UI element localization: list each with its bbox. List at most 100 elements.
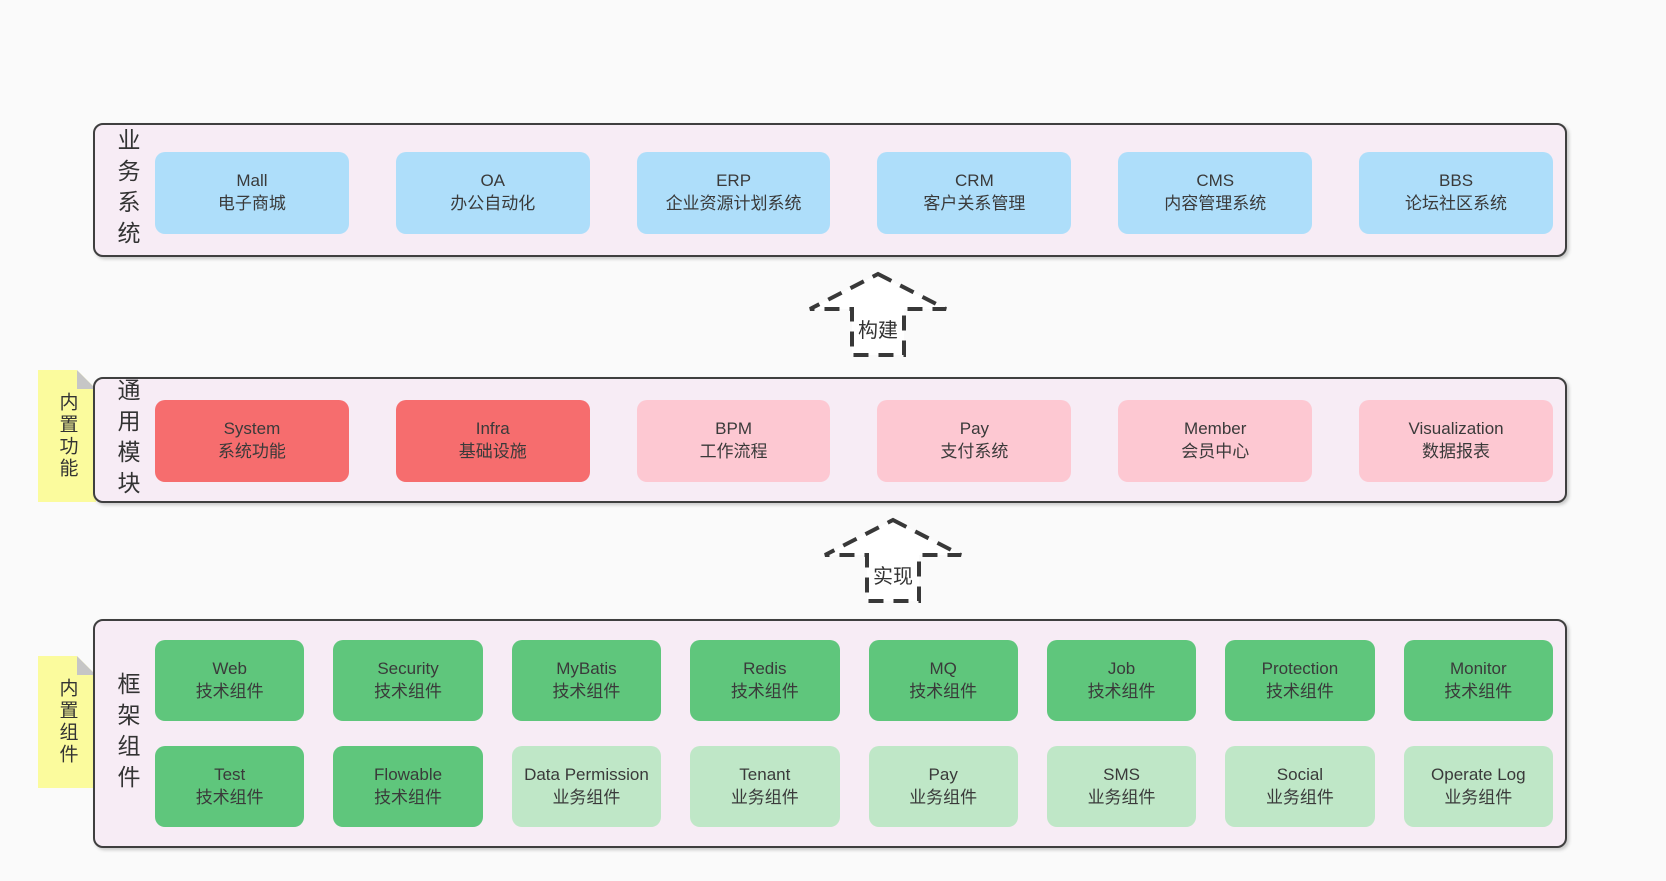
box-title: BPM <box>715 419 752 439</box>
sticky-tag-label: 内置功能 <box>56 392 78 480</box>
box-title: CRM <box>955 171 994 191</box>
component-box-web: Web 技术组件 <box>155 640 305 721</box>
box-title: System <box>223 419 281 439</box>
box-row: Web 技术组件 Security 技术组件 MyBatis 技术组件 Redi… <box>155 640 1553 721</box>
module-box-crm: CRM 客户关系管理 <box>877 152 1072 234</box>
module-box-erp: ERP 企业资源计划系统 <box>636 152 831 234</box>
box-title: MyBatis <box>556 658 617 678</box>
box-row: Mall 电子商城 OA 办公自动化 ERP 企业资源计划系统 CRM 客户关系… <box>155 152 1553 234</box>
box-row: Test 技术组件 Flowable 技术组件 Data Permission … <box>155 746 1553 827</box>
box-subtitle: 技术组件 <box>730 681 799 701</box>
box-subtitle: 办公自动化 <box>450 194 536 213</box>
component-box-flowable: Flowable 技术组件 <box>333 746 483 827</box>
module-box-bpm: BPM 工作流程 <box>636 400 831 482</box>
box-title: BBS <box>1439 171 1474 191</box>
box-title: Web <box>212 658 248 678</box>
box-title: Visualization <box>1408 419 1504 439</box>
box-title: Mall <box>236 171 268 191</box>
box-subtitle: 内容管理系统 <box>1164 194 1267 213</box>
dashed-up-arrow-icon <box>809 271 947 357</box>
box-subtitle: 基础设施 <box>458 442 527 461</box>
box-subtitle: 会员中心 <box>1181 442 1250 461</box>
layer-label: 通用模块 <box>114 378 140 502</box>
box-subtitle: 论坛社区系统 <box>1405 194 1508 213</box>
component-box-test: Test 技术组件 <box>155 746 305 827</box>
arrow-label: 实现 <box>873 566 913 588</box>
layer-business-systems: 业务系统 Mall 电子商城 OA 办公自动化 ERP 企业资源计划系统 CRM… <box>93 123 1567 257</box>
component-box-data-permission: Data Permission 业务组件 <box>511 746 662 827</box>
sticky-tag-built-in-features: 内置功能 <box>38 370 96 502</box>
box-subtitle: 支付系统 <box>940 442 1009 461</box>
sticky-tag-built-in-components: 内置组件 <box>38 656 96 788</box>
box-subtitle: 电子商城 <box>217 194 286 213</box>
layer-framework-components: 框架组件 Web 技术组件 Security 技术组件 MyBatis 技术组件… <box>93 619 1567 848</box>
box-subtitle: 技术组件 <box>1087 681 1156 701</box>
box-title: MQ <box>929 658 957 678</box>
box-subtitle: 技术组件 <box>195 681 264 701</box>
component-box-security: Security 技术组件 <box>333 640 483 721</box>
module-box-infra: Infra 基础设施 <box>395 400 590 482</box>
box-title: Flowable <box>374 764 443 784</box>
component-box-job: Job 技术组件 <box>1046 640 1197 721</box>
module-box-pay: Pay 支付系统 <box>877 400 1072 482</box>
box-subtitle: 业务组件 <box>909 787 978 807</box>
box-subtitle: 工作流程 <box>699 442 768 461</box>
box-title: Test <box>214 764 246 784</box>
dashed-up-arrow-icon <box>824 517 962 603</box>
arrow-label: 构建 <box>858 320 898 342</box>
box-title: Security <box>377 658 439 678</box>
box-subtitle: 技术组件 <box>552 681 621 701</box>
component-box-protection: Protection 技术组件 <box>1225 640 1375 721</box>
box-subtitle: 业务组件 <box>730 787 799 807</box>
box-title: Pay <box>959 419 990 439</box>
box-subtitle: 技术组件 <box>909 681 978 701</box>
box-row: System 系统功能 Infra 基础设施 BPM 工作流程 Pay 支付系统… <box>155 400 1553 482</box>
box-title: Pay <box>928 764 958 784</box>
component-box-redis: Redis 技术组件 <box>690 640 840 721</box>
layer-common-modules: 通用模块 System 系统功能 Infra 基础设施 BPM 工作流程 Pay… <box>93 377 1567 503</box>
box-title: OA <box>480 171 506 191</box>
box-title: Tenant <box>739 764 791 784</box>
box-title: Member <box>1184 419 1247 439</box>
box-title: Social <box>1276 764 1324 784</box>
layer-label: 业务系统 <box>114 128 140 252</box>
layer-label: 框架组件 <box>114 671 140 796</box>
box-subtitle: 数据报表 <box>1422 442 1491 461</box>
box-subtitle: 业务组件 <box>552 787 621 807</box>
module-box-oa: OA 办公自动化 <box>395 152 590 234</box>
box-subtitle: 业务组件 <box>1444 787 1513 807</box>
box-title: Data Permission <box>524 764 649 784</box>
box-title: CMS <box>1196 171 1235 191</box>
box-subtitle: 技术组件 <box>374 681 443 701</box>
sticky-tag-label: 内置组件 <box>56 678 78 766</box>
box-title: ERP <box>716 171 752 191</box>
module-box-visualization: Visualization 数据报表 <box>1359 400 1553 482</box>
box-subtitle: 业务组件 <box>1087 787 1156 807</box>
module-box-system: System 系统功能 <box>155 400 349 482</box>
module-box-mall: Mall 电子商城 <box>155 152 349 234</box>
component-box-operate-log: Operate Log 业务组件 <box>1403 746 1553 827</box>
module-box-member: Member 会员中心 <box>1118 400 1313 482</box>
component-box-mybatis: MyBatis 技术组件 <box>511 640 662 721</box>
box-title: Job <box>1107 658 1136 678</box>
module-box-cms: CMS 内容管理系统 <box>1118 152 1313 234</box>
box-subtitle: 技术组件 <box>1265 681 1334 701</box>
box-subtitle: 技术组件 <box>1444 681 1513 701</box>
box-subtitle: 企业资源计划系统 <box>665 194 802 213</box>
box-subtitle: 业务组件 <box>1265 787 1334 807</box>
component-box-monitor: Monitor 技术组件 <box>1403 640 1553 721</box>
box-title: Operate Log <box>1431 764 1526 784</box>
component-box-social: Social 业务组件 <box>1225 746 1375 827</box>
box-title: Infra <box>475 419 510 439</box>
component-box-tenant: Tenant 业务组件 <box>690 746 840 827</box>
component-box-pay: Pay 业务组件 <box>868 746 1018 827</box>
box-subtitle: 技术组件 <box>374 787 443 807</box>
box-title: Monitor <box>1449 658 1507 678</box>
box-subtitle: 技术组件 <box>195 787 264 807</box>
box-subtitle: 系统功能 <box>217 442 286 461</box>
arrow-up-build: 构建 <box>807 270 949 359</box>
box-title: SMS <box>1103 764 1140 784</box>
module-box-bbs: BBS 论坛社区系统 <box>1359 152 1553 234</box>
box-title: Protection <box>1261 658 1339 678</box>
